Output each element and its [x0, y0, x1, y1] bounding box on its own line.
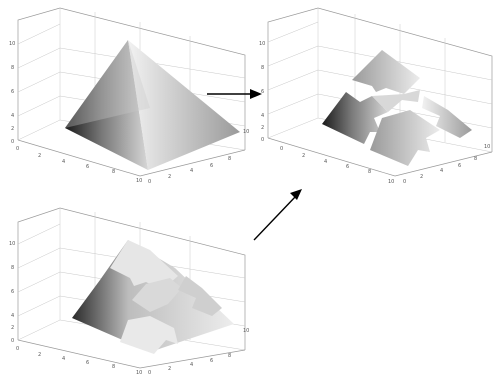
panel-bottom-left: 10 8 6 4 2 0 0 2 4 6 8 10 0 2 4 6 8 10 — [9, 207, 249, 376]
tick-label: 6 — [11, 89, 14, 95]
tick-label: 0 — [148, 179, 151, 185]
tick-label: 2 — [11, 325, 14, 331]
y-tick-labels: 0 2 4 6 8 10 — [148, 328, 249, 376]
bulge-bottom — [120, 316, 178, 354]
tick-label: 2 — [302, 153, 305, 159]
x-tick-labels: 0 2 4 6 8 10 — [16, 146, 142, 184]
panel-top-left: 10 8 6 4 2 0 0 2 4 6 8 10 0 2 4 6 8 10 — [9, 7, 249, 185]
tick-label: 6 — [261, 89, 264, 95]
tick-label: 10 — [9, 241, 15, 247]
tick-label: 0 — [16, 346, 19, 352]
tick-label: 6 — [11, 289, 14, 295]
tick-label: 4 — [11, 113, 14, 119]
surface-piece-bottom — [370, 110, 440, 166]
tick-label: 10 — [243, 129, 249, 135]
tick-label: 6 — [458, 163, 461, 169]
tick-label: 4 — [440, 168, 443, 174]
pyramid-surface — [65, 40, 240, 170]
tick-label: 8 — [228, 353, 231, 359]
tick-label: 10 — [243, 328, 249, 334]
tick-label: 2 — [420, 174, 423, 180]
tick-label: 0 — [11, 139, 14, 145]
tick-label: 10 — [136, 178, 142, 184]
tick-label: 6 — [346, 164, 349, 170]
tick-label: 8 — [228, 156, 231, 162]
tick-label: 10 — [484, 144, 490, 150]
tick-label: 6 — [210, 358, 213, 364]
surface-piece-center — [372, 90, 420, 112]
tick-label: 8 — [112, 364, 115, 370]
tick-label: 8 — [11, 265, 14, 271]
fractured-surface — [322, 50, 472, 166]
tick-label: 0 — [403, 179, 406, 185]
z-tick-labels: 10 8 6 4 2 0 — [9, 241, 15, 344]
tick-label: 10 — [388, 179, 394, 185]
tick-label: 2 — [168, 366, 171, 372]
tick-label: 4 — [324, 159, 327, 165]
x-tick-labels: 0 2 4 6 8 10 — [16, 346, 142, 376]
tick-label: 0 — [16, 146, 19, 152]
tick-label: 10 — [9, 41, 15, 47]
z-tick-labels: 10 8 6 4 2 0 — [9, 41, 15, 145]
bulge-center — [132, 278, 182, 312]
tick-label: 10 — [259, 41, 265, 47]
tick-label: 8 — [261, 65, 264, 71]
tick-label: 6 — [210, 163, 213, 169]
bulge-top — [110, 240, 178, 290]
tick-label: 2 — [38, 153, 41, 159]
tick-label: 0 — [280, 146, 283, 152]
tick-label: 4 — [11, 313, 14, 319]
tick-label: 8 — [112, 169, 115, 175]
surface-piece-left — [322, 92, 388, 144]
z-tick-labels: 10 8 6 4 2 0 — [259, 41, 265, 143]
bulge-right — [178, 276, 222, 316]
tick-label: 2 — [38, 352, 41, 358]
panel-top-right: 10 8 6 4 2 0 0 2 4 6 8 10 0 2 4 6 8 10 — [259, 7, 493, 185]
y-tick-labels: 0 2 4 6 8 10 — [148, 129, 249, 185]
y-tick-labels: 0 2 4 6 8 10 — [403, 144, 490, 185]
tick-label: 8 — [368, 169, 371, 175]
flattened-surface — [72, 240, 234, 354]
tick-label: 4 — [261, 113, 264, 119]
tick-label: 4 — [62, 159, 65, 165]
tick-label: 4 — [190, 168, 193, 174]
tick-label: 2 — [168, 174, 171, 180]
tick-label: 2 — [261, 125, 264, 131]
tick-label: 6 — [86, 164, 89, 170]
diagonal-arrow — [253, 189, 302, 241]
tick-label: 4 — [62, 356, 65, 362]
tick-label: 10 — [136, 370, 142, 376]
tick-label: 6 — [86, 360, 89, 366]
surface-piece-top — [352, 50, 420, 94]
surface-piece-right — [422, 96, 472, 138]
horizontal-arrow — [207, 89, 262, 99]
x-tick-labels: 0 2 4 6 8 10 — [280, 146, 394, 185]
tick-label: 2 — [11, 126, 14, 132]
tick-label: 8 — [474, 156, 477, 162]
tick-label: 4 — [190, 362, 193, 368]
tick-label: 0 — [148, 370, 151, 376]
tick-label: 0 — [11, 338, 14, 344]
tick-label: 0 — [261, 137, 264, 143]
tick-label: 8 — [11, 65, 14, 71]
